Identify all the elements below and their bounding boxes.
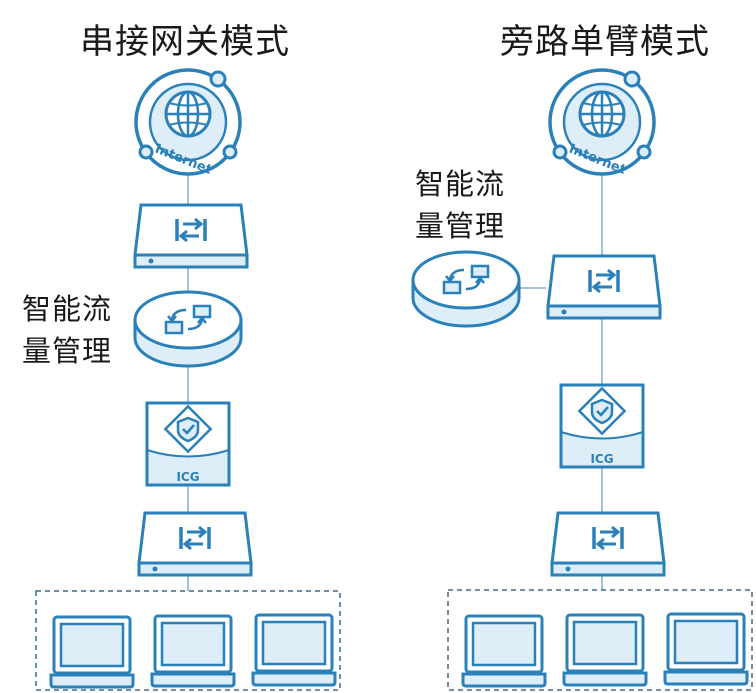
left-upper-switch-icon — [133, 203, 249, 269]
right-lower-switch-icon — [550, 511, 666, 577]
right-traffic-label-line2: 量管理 — [415, 209, 506, 243]
left-laptop-icon-1 — [49, 615, 135, 689]
right-traffic-management-label: 智能流 量管理 — [415, 163, 505, 247]
left-traffic-label-line2: 量管理 — [22, 334, 113, 368]
left-laptop-icon-3 — [251, 613, 337, 687]
right-diagram-title: 旁路单臂模式 — [500, 22, 710, 62]
right-connection-lines — [518, 175, 603, 590]
right-upper-switch-icon — [546, 254, 662, 320]
left-lower-switch-icon — [137, 511, 253, 577]
left-traffic-label-line1: 智能流 — [22, 292, 113, 326]
left-diagram-title: 串接网关模式 — [80, 22, 290, 62]
left-traffic-management-label: 智能流 量管理 — [22, 288, 112, 372]
right-icg-label: ICG — [590, 452, 613, 466]
right-traffic-management-icon — [411, 250, 521, 328]
right-laptop-icon-2 — [562, 613, 648, 687]
left-traffic-management-icon — [133, 290, 243, 368]
right-laptop-icon-1 — [461, 614, 547, 688]
left-laptop-icon-2 — [150, 614, 236, 688]
left-endpoint-group-box — [35, 590, 341, 691]
right-laptop-icon-3 — [663, 612, 749, 686]
left-icg-label: ICG — [176, 470, 199, 484]
right-endpoint-group-box — [447, 589, 753, 691]
right-traffic-label-line1: 智能流 — [415, 167, 506, 201]
